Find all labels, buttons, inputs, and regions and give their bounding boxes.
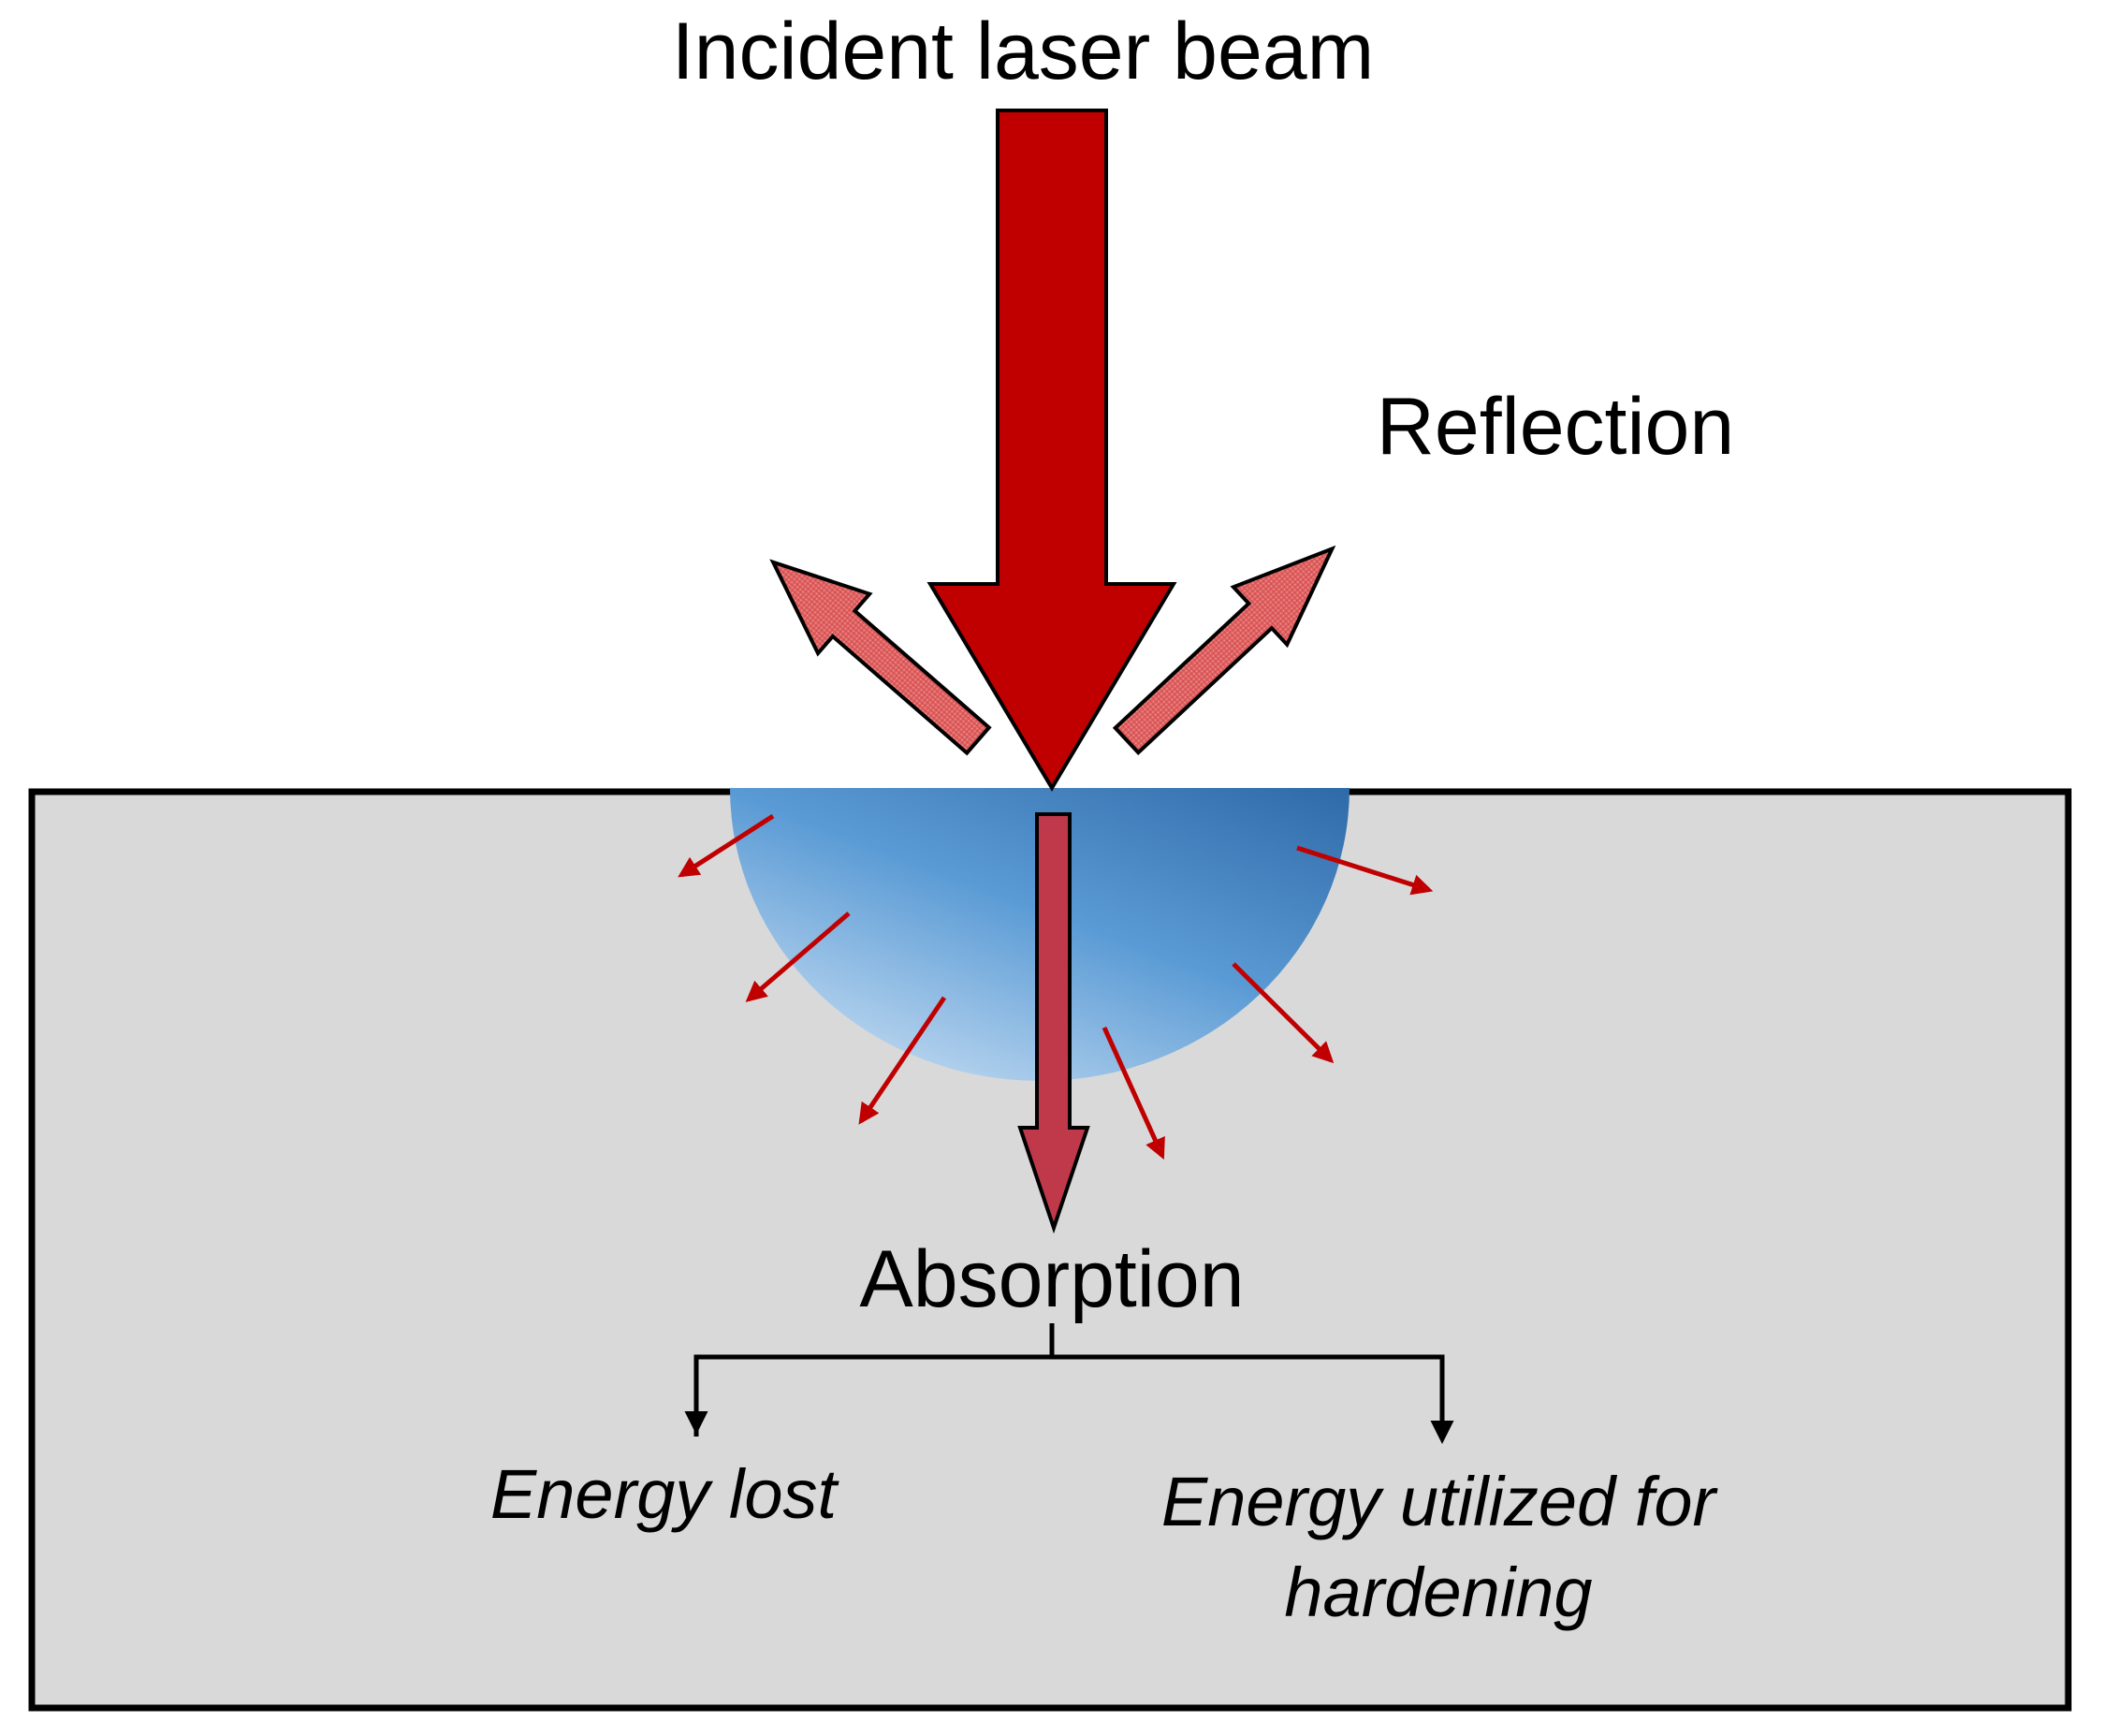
- energy-utilized-label-line1: Energy utilized for: [1161, 1463, 1719, 1540]
- incident-beam-arrow: [926, 109, 1177, 792]
- heat-arrow: [1102, 1026, 1165, 1160]
- heat-dissipation-arrows: [678, 813, 1434, 1160]
- energy-lost-label: Energy lost: [490, 1455, 840, 1533]
- heat-arrow: [745, 912, 851, 1002]
- energy-utilized-label-line2: hardening: [1284, 1554, 1592, 1631]
- heat-arrow: [1296, 845, 1434, 896]
- heat-arrow: [1232, 962, 1335, 1064]
- reflection-arrow-right: [1112, 545, 1336, 755]
- reflection-arrow-left: [769, 559, 992, 756]
- reflection-label: Reflection: [1377, 382, 1734, 472]
- heat-arrow: [678, 813, 775, 878]
- incident-beam-label: Incident laser beam: [672, 7, 1375, 96]
- heat-arrow: [858, 996, 947, 1125]
- absorption-label: Absorption: [859, 1234, 1244, 1324]
- absorption-branch-connector: [684, 1323, 1454, 1444]
- absorption-arrow: [1017, 812, 1090, 1234]
